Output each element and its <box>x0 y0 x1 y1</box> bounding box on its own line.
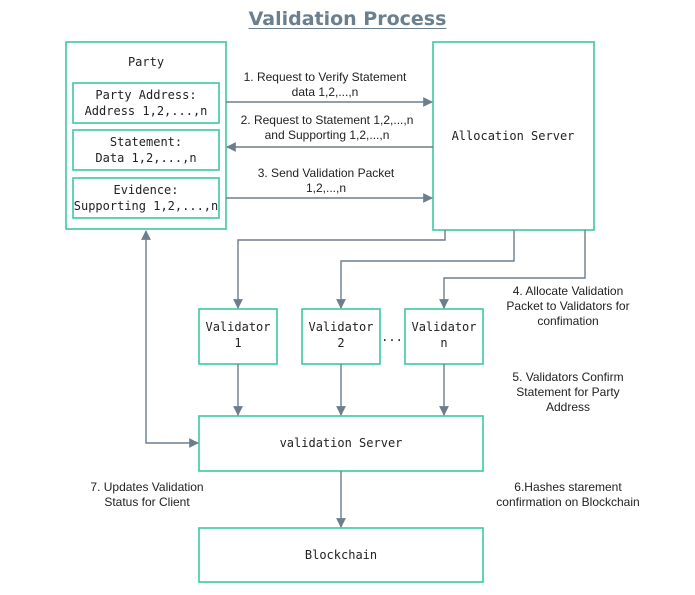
validation-server-box <box>198 415 484 472</box>
validation-server-label: validation Server <box>280 436 403 450</box>
statement-label: Statement: <box>110 135 182 149</box>
step2-line2: and Supporting 1,2,...,n <box>265 128 390 142</box>
validator-n-label: Validator <box>411 320 476 334</box>
step2-line1: 2. Request to Statement 1,2,...,n <box>241 113 414 127</box>
step6-line2: confirmation on Blockchain <box>496 495 639 509</box>
evidence-label: Evidence: <box>113 183 178 197</box>
allocation-server-label: Allocation Server <box>452 129 575 143</box>
step3-line1: 3. Send Validation Packet <box>258 166 395 180</box>
step4-line3: confimation <box>537 314 598 328</box>
step4-line1: 4. Allocate Validation <box>513 284 624 298</box>
arrow-alloc-validator-1 <box>233 230 446 309</box>
validator-1-label: Validator <box>205 320 270 334</box>
party-label: Party <box>128 55 164 69</box>
validator-1-box <box>198 308 278 365</box>
validator-1-number: 1 <box>234 336 241 350</box>
validator-2-number: 2 <box>337 336 344 350</box>
allocation-server-box <box>432 41 595 231</box>
evidence-value: Supporting 1,2,...,n <box>74 199 219 213</box>
step6-line1: 6.Hashes starement <box>514 480 622 494</box>
arrow-alloc-validator-2 <box>336 230 515 309</box>
validator-n-number: n <box>440 336 447 350</box>
step5-line3: Address <box>546 400 590 414</box>
validator-2-box <box>301 308 381 365</box>
evidence-box <box>72 177 220 219</box>
validator-2-label: Validator <box>308 320 373 334</box>
step3-line2: 1,2,...,n <box>306 181 346 195</box>
statement-value: Data 1,2,...,n <box>95 151 196 165</box>
validators-ellipsis: ... <box>381 330 403 344</box>
blockchain-box <box>198 527 484 583</box>
validator-n-box <box>404 308 484 365</box>
step5-line1: 5. Validators Confirm <box>512 370 623 384</box>
step7-line1: 7. Updates Validation <box>90 480 203 494</box>
party-address-box <box>72 82 220 124</box>
statement-box <box>72 129 220 171</box>
step1-line2: data 1,2,...,n <box>292 85 359 99</box>
arrow-alloc-validator-n <box>439 230 586 309</box>
arrow-party-validation-server <box>141 230 199 448</box>
party-address-label: Party Address: <box>95 88 196 102</box>
blockchain-label: Blockchain <box>305 548 377 562</box>
diagram-title: Validation Process <box>248 8 447 30</box>
party-address-value: Address 1,2,...,n <box>85 104 208 118</box>
step5-line2: Statement for Party <box>516 385 619 399</box>
step1-line1: 1. Request to Verify Statement <box>244 70 407 84</box>
step7-line2: Status for Client <box>104 495 190 509</box>
step4-line2: Packet to Validators for <box>506 299 629 313</box>
